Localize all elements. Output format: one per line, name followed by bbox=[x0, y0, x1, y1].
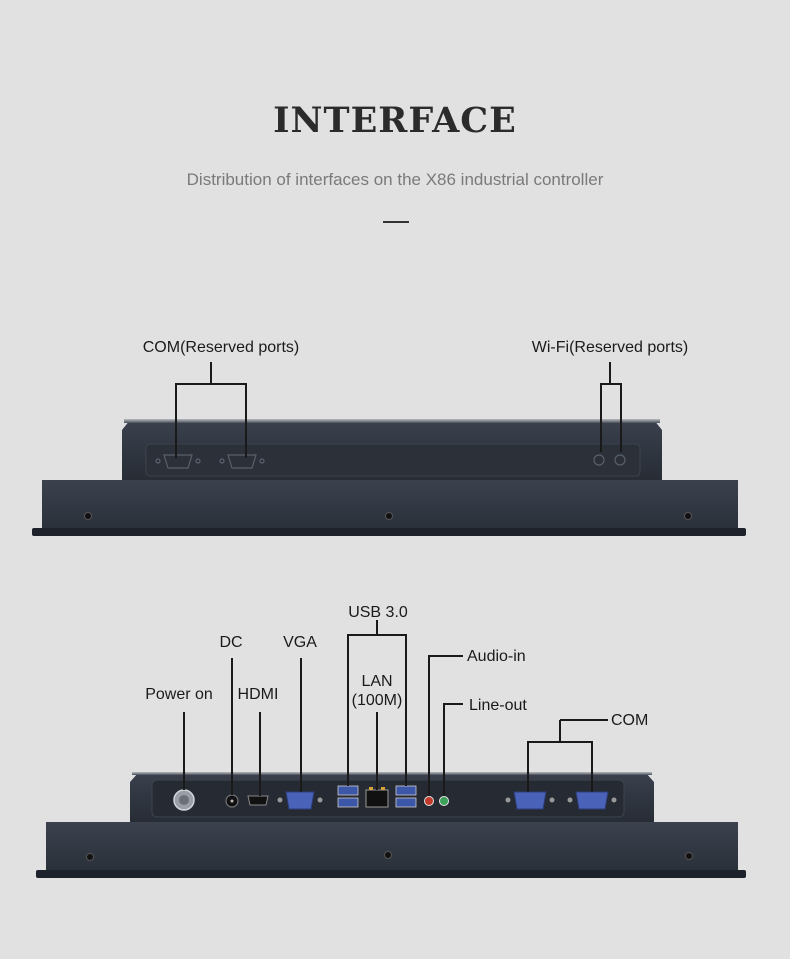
power-button-icon bbox=[173, 789, 195, 811]
com-label: COM bbox=[611, 712, 648, 729]
top-leader-lines bbox=[175, 362, 622, 458]
page-subtitle: Distribution of interfaces on the X86 in… bbox=[186, 170, 604, 189]
screw-icon bbox=[684, 512, 692, 520]
line-out-jack-icon bbox=[439, 796, 449, 806]
top-view-device bbox=[32, 419, 746, 536]
screw-icon bbox=[84, 512, 92, 520]
page-title: INTERFACE bbox=[273, 100, 517, 141]
dc-jack-icon bbox=[225, 794, 239, 808]
bottom-leader-lines bbox=[183, 620, 608, 796]
vga-port-icon bbox=[277, 791, 323, 810]
lan-label: LAN bbox=[361, 673, 392, 690]
screw-icon bbox=[685, 852, 693, 860]
wifi-reserved-label: Wi-Fi(Reserved ports) bbox=[532, 339, 688, 356]
audio-in-label: Audio-in bbox=[467, 648, 526, 665]
com-port-icon bbox=[505, 791, 555, 810]
hdmi-label: HDMI bbox=[238, 686, 279, 703]
wifi-antenna-hole-icon bbox=[614, 454, 626, 466]
audio-in-jack-icon bbox=[424, 796, 434, 806]
dc-label: DC bbox=[219, 634, 242, 651]
com-port-icon bbox=[567, 791, 617, 810]
screw-icon bbox=[385, 512, 393, 520]
hdmi-port-icon bbox=[247, 795, 269, 806]
screw-icon bbox=[86, 853, 94, 861]
screw-icon bbox=[384, 851, 392, 859]
bottom-view-device bbox=[36, 772, 746, 878]
com-reserved-label: COM(Reserved ports) bbox=[143, 339, 299, 356]
lan-speed-label: (100M) bbox=[352, 692, 403, 709]
vga-label: VGA bbox=[283, 634, 317, 651]
reserved-com-port-icon bbox=[155, 454, 201, 469]
wifi-antenna-hole-icon bbox=[593, 454, 605, 466]
power-on-label: Power on bbox=[145, 686, 213, 703]
title-divider bbox=[383, 221, 409, 223]
line-out-label: Line-out bbox=[469, 697, 527, 714]
usb-label: USB 3.0 bbox=[348, 604, 408, 621]
